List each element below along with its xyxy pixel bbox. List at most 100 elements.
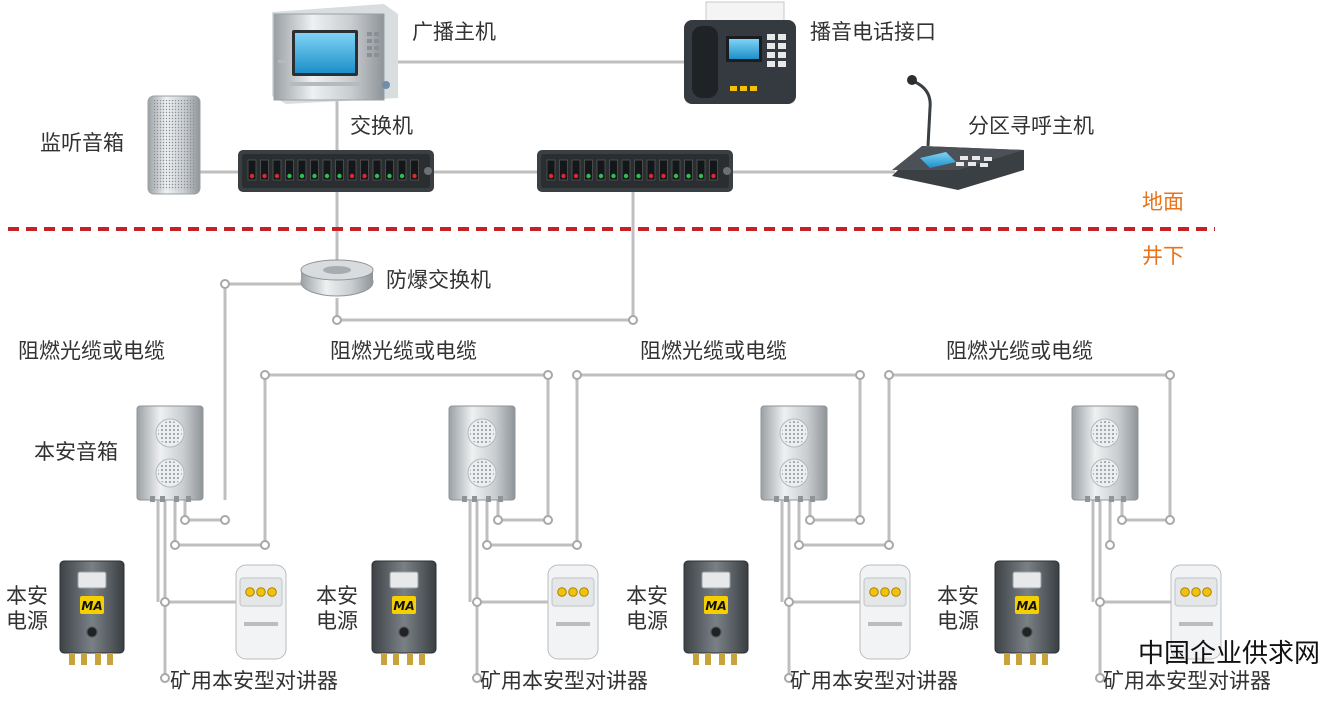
port-led xyxy=(661,173,666,179)
port-led xyxy=(648,173,654,179)
ma-mark: MA xyxy=(81,599,102,613)
intrinsic-power-icon: MA xyxy=(683,560,749,665)
port-led xyxy=(262,173,267,179)
switch-port xyxy=(272,159,282,181)
explosion-proof-switch-icon xyxy=(300,259,374,297)
switch-port xyxy=(397,159,407,181)
switch-port xyxy=(297,159,307,181)
port-led xyxy=(623,173,629,179)
switch-port xyxy=(596,159,606,181)
switch-knob xyxy=(424,167,432,175)
explosion-proof-switch-label: 防爆交换机 xyxy=(386,268,491,292)
switch-port xyxy=(347,159,357,181)
switch-port xyxy=(659,159,668,181)
switch-port xyxy=(285,159,294,181)
switch-port xyxy=(335,159,344,181)
ma-mark: MA xyxy=(705,599,726,613)
switch-port xyxy=(372,159,382,181)
port-led xyxy=(387,173,392,179)
port-led xyxy=(274,173,280,179)
port-led xyxy=(711,173,716,179)
port-led xyxy=(598,173,604,179)
port-led xyxy=(349,173,355,179)
intrinsic-speaker-icon xyxy=(448,405,516,502)
underground-unit-2: MA xyxy=(371,405,599,665)
switch-port xyxy=(621,159,631,181)
intrinsic-power-label-3: 本安 电源 xyxy=(626,584,668,633)
switch-label: 交换机 xyxy=(350,114,413,138)
switch-port xyxy=(385,159,394,181)
switch-port xyxy=(410,159,419,181)
intercom-icon xyxy=(859,564,911,660)
zone-paging-host-icon xyxy=(892,75,1024,190)
zone-paging-host-label: 分区寻呼主机 xyxy=(968,114,1094,138)
underground-unit-1: MA xyxy=(59,405,287,665)
switch-port xyxy=(571,159,581,181)
port-led xyxy=(249,173,255,179)
switch-port xyxy=(584,159,593,181)
cable-label-2: 阻燃光缆或电缆 xyxy=(330,339,477,363)
switch-port xyxy=(546,159,556,181)
watermark: 中国企业供求网 xyxy=(1138,639,1321,669)
intercom-icon xyxy=(547,564,599,660)
intrinsic-speaker-icon xyxy=(136,405,204,502)
ma-mark: MA xyxy=(393,599,414,613)
port-led xyxy=(287,173,292,179)
switch-port xyxy=(322,159,332,181)
broadcast-host-label: 广播主机 xyxy=(412,20,496,44)
switch-2-icon xyxy=(537,150,733,192)
intercom-icon xyxy=(235,564,287,660)
ground-label: 地面 xyxy=(1142,190,1184,214)
intercom-label-3: 矿用本安型对讲器 xyxy=(790,669,958,693)
port-led xyxy=(374,173,380,179)
intrinsic-power-label-1: 本安 电源 xyxy=(6,584,48,633)
switch-1-icon xyxy=(238,150,434,192)
switch-port xyxy=(260,159,269,181)
underground-unit-4: MA xyxy=(994,405,1222,665)
switch-port xyxy=(709,159,718,181)
intrinsic-speaker-label: 本安音箱 xyxy=(34,440,118,464)
switch-port xyxy=(310,159,319,181)
intrinsic-power-label-2: 本安 电源 xyxy=(316,584,358,633)
ma-mark: MA xyxy=(1016,599,1037,613)
switch-port xyxy=(559,159,568,181)
intrinsic-power-icon: MA xyxy=(59,560,125,665)
underground-unit-3: MA xyxy=(683,405,911,665)
port-led xyxy=(337,173,342,179)
speaker-wiring xyxy=(156,373,1175,678)
port-led xyxy=(698,173,704,179)
switch-port xyxy=(609,159,618,181)
wire-nodes xyxy=(160,279,1175,683)
port-led xyxy=(673,173,679,179)
port-led xyxy=(611,173,616,179)
port-led xyxy=(362,173,367,179)
switch-port xyxy=(671,159,681,181)
port-led xyxy=(299,173,305,179)
port-led xyxy=(548,173,554,179)
switch-knob xyxy=(723,167,731,175)
intercom-label-4: 矿用本安型对讲器 xyxy=(1103,669,1271,693)
intrinsic-speaker-icon xyxy=(1071,405,1139,502)
port-led xyxy=(586,173,591,179)
switch-port xyxy=(634,159,643,181)
underground-label: 井下 xyxy=(1142,244,1184,268)
phone-interface-icon xyxy=(684,1,796,104)
port-led xyxy=(412,173,417,179)
port-led xyxy=(573,173,579,179)
intercom-icon xyxy=(1170,564,1222,660)
port-led xyxy=(399,173,405,179)
monitor-speaker-label: 监听音箱 xyxy=(40,131,124,155)
port-led xyxy=(312,173,317,179)
intercom-label-1: 矿用本安型对讲器 xyxy=(170,669,338,693)
intercom-label-2: 矿用本安型对讲器 xyxy=(480,669,648,693)
cable-label-1: 阻燃光缆或电缆 xyxy=(18,339,165,363)
cable-label-4: 阻燃光缆或电缆 xyxy=(946,339,1093,363)
switch-port xyxy=(360,159,369,181)
intrinsic-power-icon: MA xyxy=(994,560,1060,665)
broadcast-host-icon xyxy=(272,4,398,104)
intrinsic-power-label-4: 本安 电源 xyxy=(937,584,979,633)
intrinsic-speaker-icon xyxy=(760,405,828,502)
port-led xyxy=(324,173,330,179)
port-led xyxy=(561,173,566,179)
